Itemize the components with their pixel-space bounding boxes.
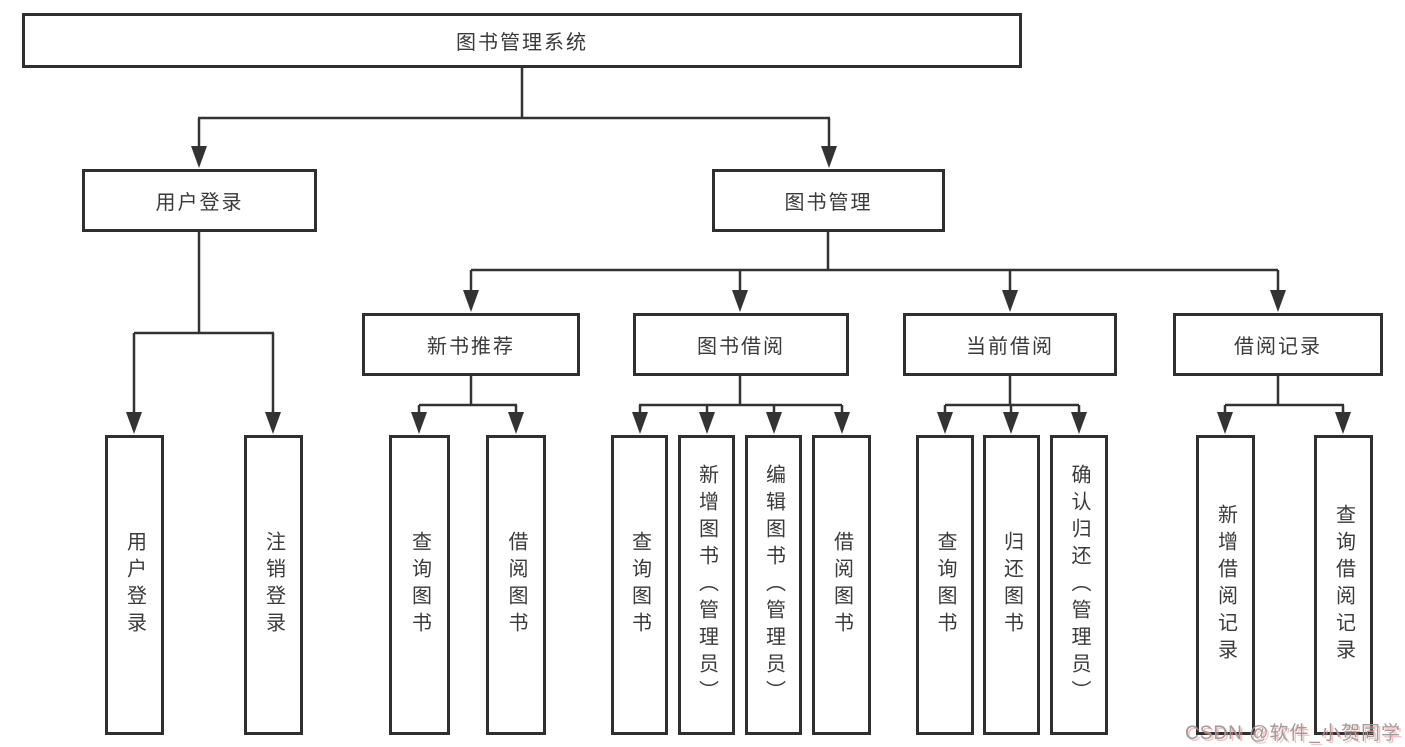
node-user-login: 用户登录 — [82, 169, 317, 232]
node-book-management: 图书管理 — [712, 169, 945, 232]
node-book-borrow: 图书借阅 — [633, 313, 849, 376]
leaf-borrow-query-books: 查询图书 — [611, 435, 668, 735]
leaf-borrow-borrow-books: 借阅图书 — [812, 435, 871, 735]
arrowhead-icon — [1335, 412, 1351, 434]
arrowheads — [126, 146, 1351, 434]
arrowhead-icon — [265, 412, 281, 434]
arrowhead-icon — [126, 412, 142, 434]
arrowhead-icon — [821, 146, 837, 168]
arrowhead-icon — [463, 290, 479, 312]
node-library-management-system: 图书管理系统 — [22, 13, 1022, 68]
leaf-user-login: 用户登录 — [105, 435, 164, 735]
node-borrow-records: 借阅记录 — [1173, 313, 1383, 376]
arrowhead-icon — [1217, 412, 1233, 434]
arrowhead-icon — [411, 412, 427, 434]
arrowhead-icon — [1071, 412, 1087, 434]
arrowhead-icon — [937, 412, 953, 434]
leaf-edit-books-admin: 编辑图书（管理员） — [745, 435, 802, 735]
arrowhead-icon — [834, 412, 850, 434]
node-new-book-recommend: 新书推荐 — [362, 313, 580, 376]
arrowhead-icon — [1003, 412, 1019, 434]
leaf-query-borrow-record: 查询借阅记录 — [1314, 435, 1373, 735]
arrowhead-icon — [1002, 290, 1018, 312]
leaf-recommend-borrow-books: 借阅图书 — [486, 435, 546, 735]
connector-lines — [132, 68, 1345, 418]
leaf-add-books-admin: 新增图书（管理员） — [678, 435, 735, 735]
arrowhead-icon — [766, 412, 782, 434]
leaf-recommend-query-books: 查询图书 — [389, 435, 450, 735]
arrowhead-icon — [699, 412, 715, 434]
leaf-logout: 注销登录 — [244, 435, 303, 735]
leaf-add-borrow-record: 新增借阅记录 — [1196, 435, 1255, 735]
arrowhead-icon — [632, 412, 648, 434]
leaf-current-query-books: 查询图书 — [916, 435, 974, 735]
arrowhead-icon — [191, 146, 207, 168]
leaf-confirm-return-admin: 确认归还（管理员） — [1050, 435, 1108, 735]
arrowhead-icon — [508, 412, 524, 434]
leaf-return-books: 归还图书 — [983, 435, 1040, 735]
node-current-borrow: 当前借阅 — [903, 313, 1117, 376]
arrowhead-icon — [1270, 290, 1286, 312]
csdn-watermark: CSDN @软件_小贺同学 — [1185, 723, 1401, 744]
arrowhead-icon — [732, 290, 748, 312]
